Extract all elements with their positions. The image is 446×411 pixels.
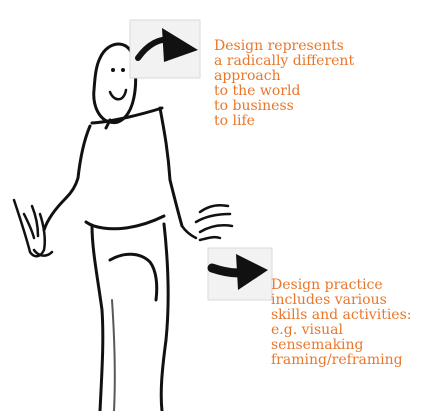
caption-line: a radically different bbox=[214, 53, 355, 69]
figure-smile bbox=[108, 88, 128, 101]
caption-line: to business bbox=[214, 98, 294, 114]
caption-line: sensemaking bbox=[271, 337, 364, 353]
caption-design-practice: Design practice includes various skills … bbox=[271, 278, 411, 368]
arrow-right-icon bbox=[129, 19, 201, 79]
figure-waist bbox=[84, 214, 166, 231]
caption-line: to life bbox=[214, 113, 255, 129]
figure-right-eye bbox=[121, 68, 125, 72]
figure-left-arm bbox=[42, 196, 68, 232]
caption-line: includes various bbox=[271, 292, 387, 308]
caption-design-represents: Design represents a radically different … bbox=[214, 39, 354, 129]
figure-left-leg bbox=[90, 224, 105, 411]
caption-line: skills and activities: bbox=[271, 307, 412, 323]
caption-line: framing/reframing bbox=[271, 352, 403, 368]
figure-torso-right bbox=[158, 106, 184, 228]
figure-left-eye bbox=[111, 68, 115, 72]
caption-line: approach bbox=[214, 68, 281, 84]
caption-line: Design practice bbox=[271, 277, 383, 293]
figure-right-hand bbox=[180, 204, 234, 242]
caption-line: Design represents bbox=[214, 38, 344, 54]
figure-inner-leg bbox=[108, 252, 159, 302]
caption-line: e.g. visual bbox=[271, 322, 344, 338]
arrow-right-icon bbox=[207, 247, 273, 301]
figure-left-hand bbox=[12, 198, 47, 258]
caption-line: to the world bbox=[214, 83, 301, 99]
figure-torso-left bbox=[64, 124, 92, 200]
figure-head bbox=[92, 42, 138, 125]
figure-shoulders bbox=[90, 106, 164, 125]
figure-right-leg bbox=[159, 222, 170, 411]
